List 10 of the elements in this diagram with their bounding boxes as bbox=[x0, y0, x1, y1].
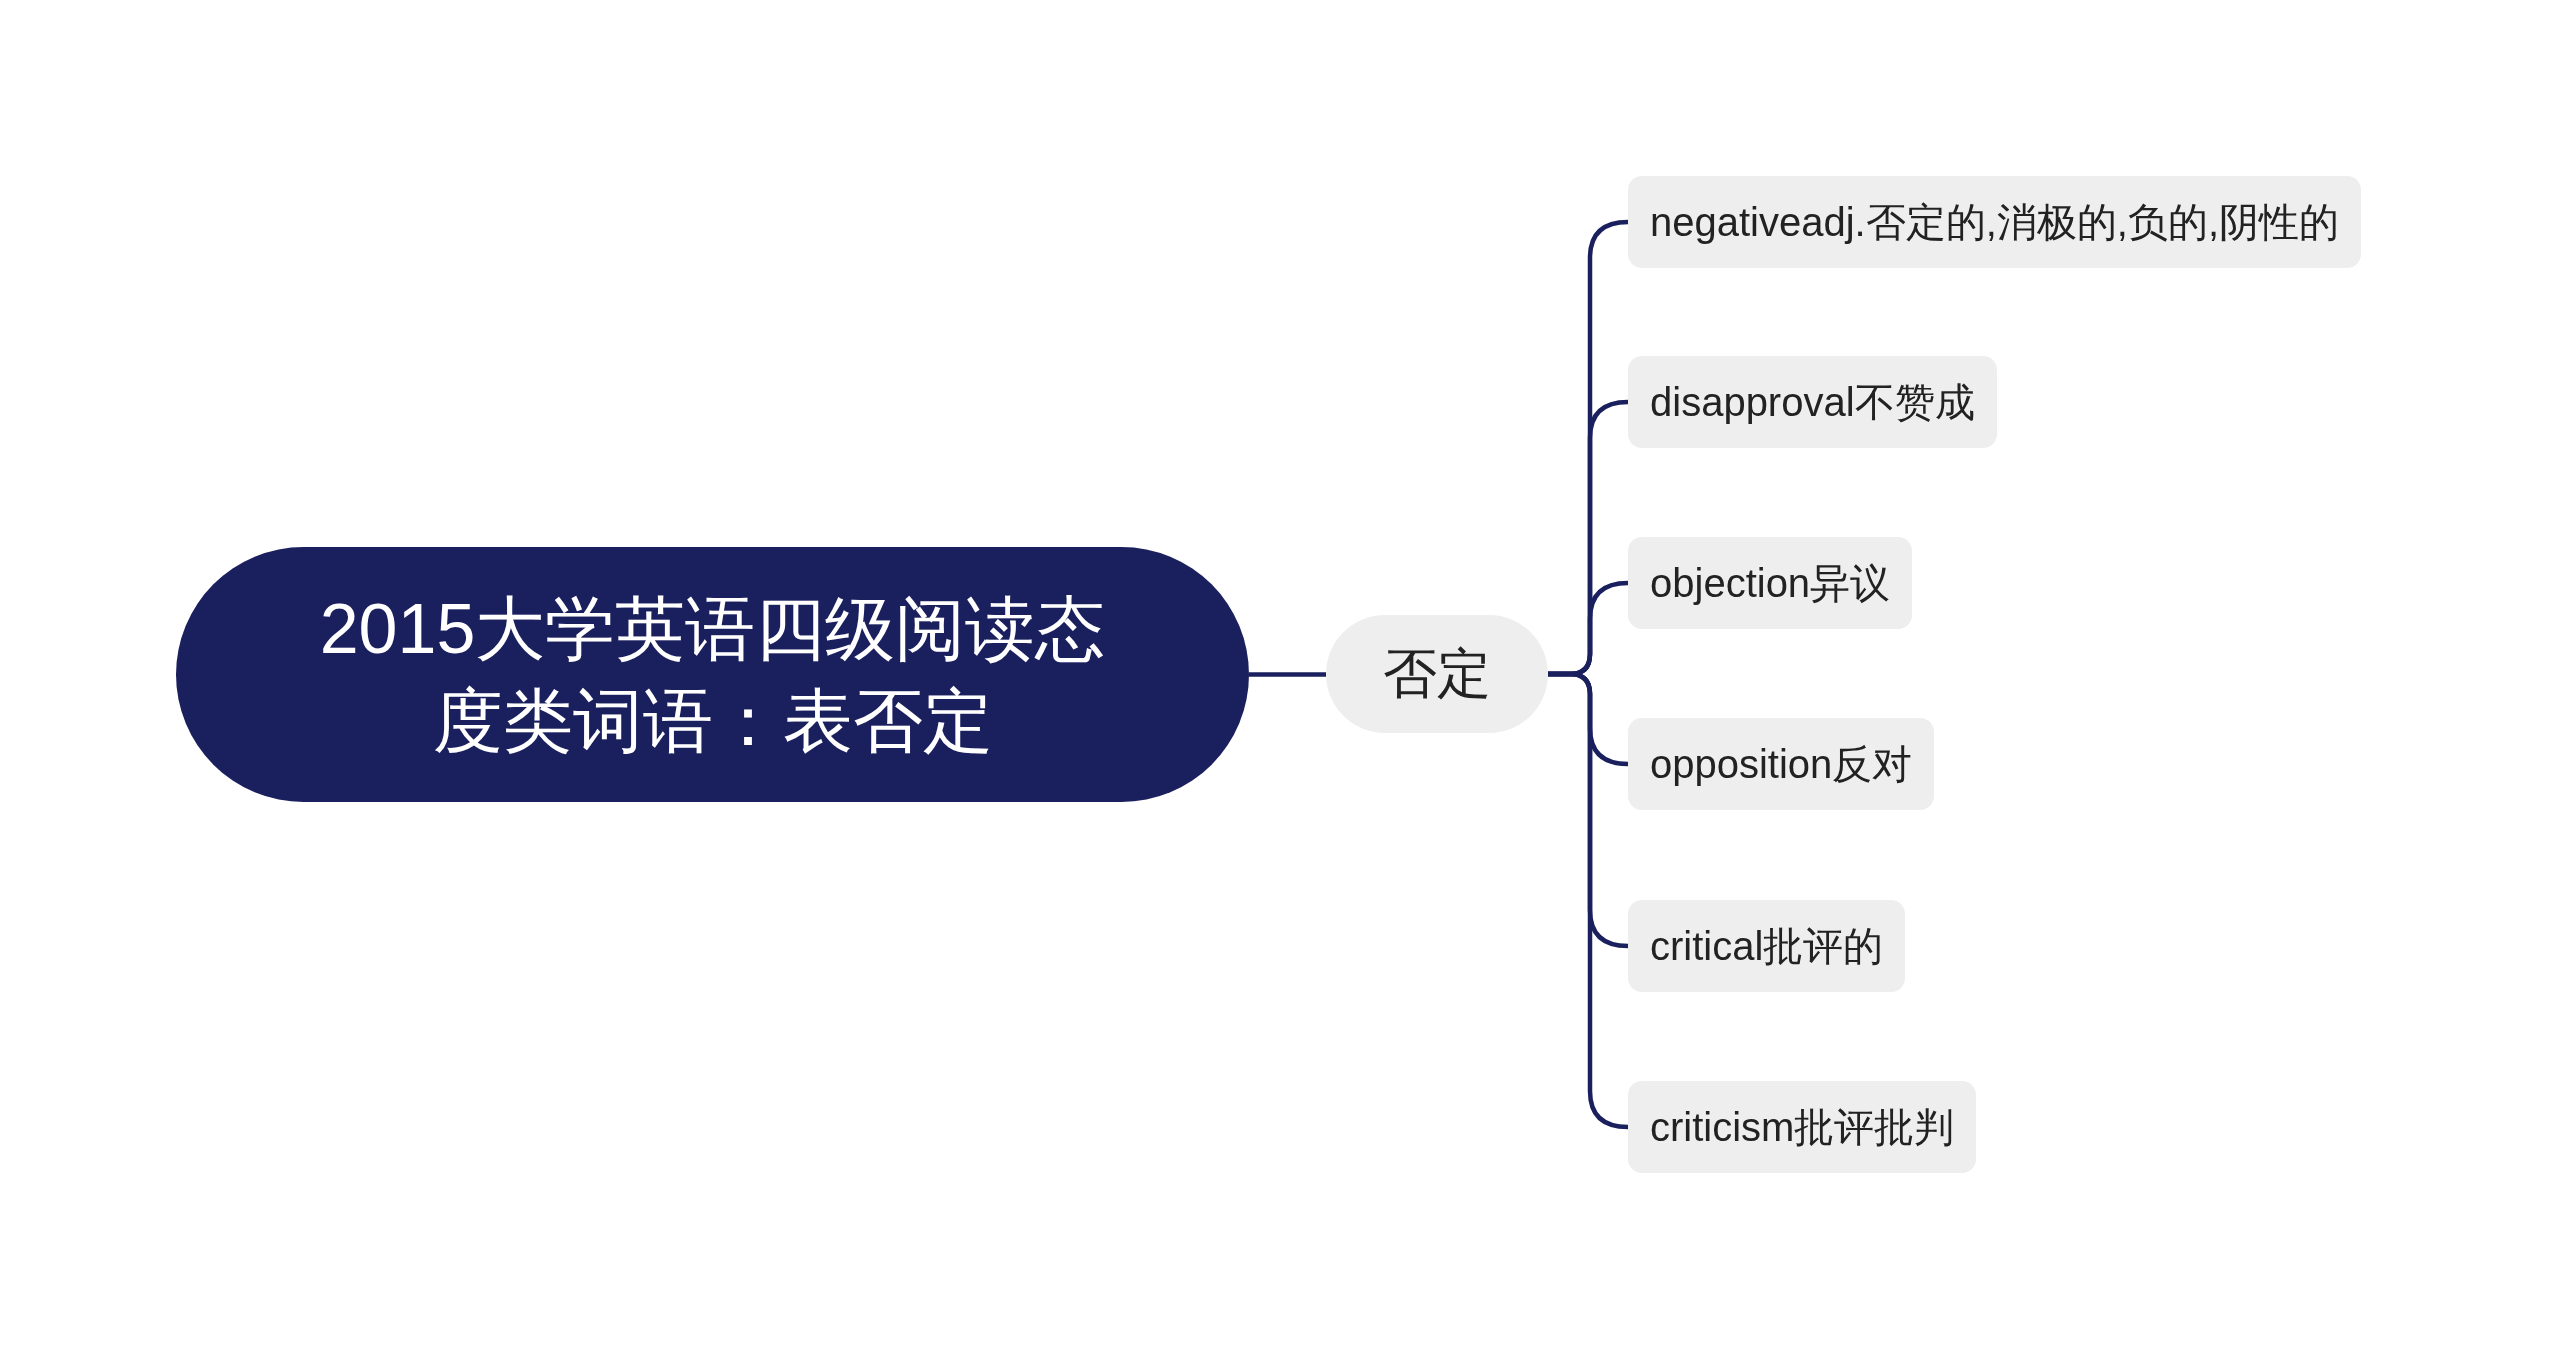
leaf-topic: critical批评的 bbox=[1628, 900, 1906, 992]
subtopic: 否定 bbox=[1326, 615, 1548, 733]
connector-line bbox=[1249, 672, 1326, 677]
leaf-topic: disapproval不赞成 bbox=[1628, 356, 1997, 448]
leaf-topic: negativeadj.否定的,消极的,负的,阴性的 bbox=[1628, 176, 2362, 268]
root-topic: 2015大学英语四级阅读态度类词语：表否定 bbox=[176, 547, 1249, 802]
leaf-topic: opposition反对 bbox=[1628, 718, 1935, 810]
connector-line bbox=[1548, 671, 1629, 1130]
leaf-topic: criticism批评批判 bbox=[1628, 1081, 1977, 1173]
leaf-topic: objection异议 bbox=[1628, 537, 1913, 629]
